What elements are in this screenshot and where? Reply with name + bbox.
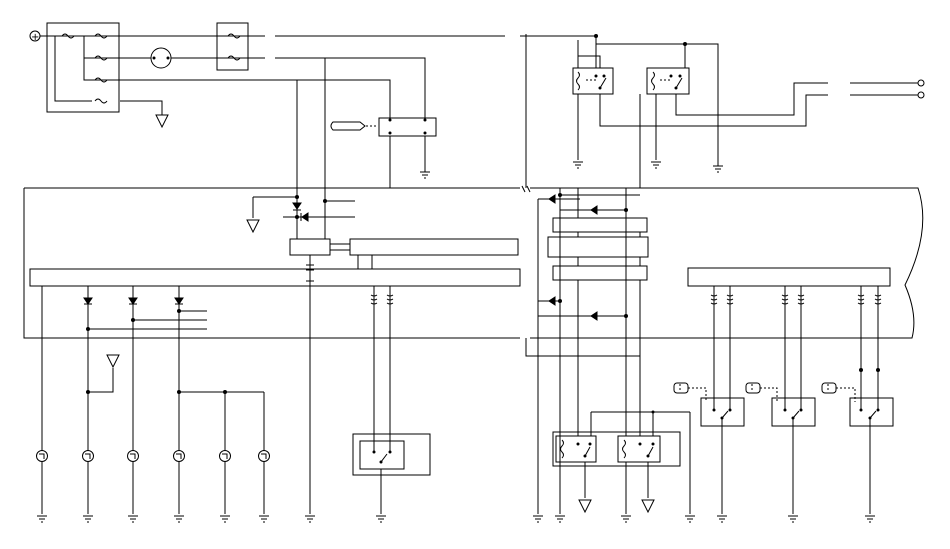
internal-block-2 (349, 238, 519, 256)
key-icon-3 (821, 382, 837, 394)
key-switch-2 (745, 382, 816, 514)
relay-enclosure (552, 431, 681, 467)
relay-4 (617, 435, 661, 463)
internal-bus-right (687, 267, 891, 287)
control-unit-right-frame (530, 187, 924, 339)
key-switch-3 (821, 368, 894, 514)
output-terminal-2 (917, 91, 925, 99)
sensor-connector-icon (330, 121, 366, 131)
relay-1 (572, 67, 614, 95)
bulb-2 (82, 450, 94, 462)
fuse-box-2 (216, 22, 249, 71)
diode-4 (128, 297, 138, 305)
fuse-symbols (61, 33, 108, 104)
bulb-3 (127, 450, 139, 462)
diode-5 (174, 297, 184, 305)
bulb-1 (36, 450, 48, 462)
ground-triangle-internal (246, 219, 260, 234)
ground-triangle-relay-4 (641, 499, 655, 514)
output-section-right (533, 356, 894, 523)
relay-section (520, 34, 925, 188)
lamp-bulbs (36, 450, 270, 462)
bulb-4 (173, 450, 185, 462)
ground-triangle-relay-3 (578, 499, 592, 514)
relay-2 (646, 67, 690, 95)
ground-symbol-module (420, 171, 430, 179)
signal-module (378, 117, 437, 137)
battery-positive-label: + (31, 32, 39, 43)
diode-7 (590, 205, 598, 215)
output-terminal-1 (917, 79, 925, 87)
control-unit (23, 185, 924, 436)
key-icon-1 (673, 382, 689, 394)
internal-block-3 (552, 217, 648, 233)
switch-contacts (359, 440, 405, 470)
ground-triangle-fuse (155, 114, 169, 129)
diode-9 (590, 311, 598, 321)
diode-6 (548, 194, 556, 204)
switch-enclosure (352, 433, 431, 476)
key-icon-2 (745, 382, 761, 394)
ground-symbol-relay-1 (573, 161, 583, 169)
power-supply-section: + (29, 22, 505, 188)
diode-1 (292, 202, 302, 210)
diode-8 (548, 296, 556, 306)
bulb-5 (219, 450, 231, 462)
key-switch-1 (673, 382, 745, 514)
fuse-box (46, 22, 120, 113)
internal-block-4 (547, 236, 649, 258)
bottom-grounds-left (37, 515, 386, 523)
bottom-grounds-right (533, 515, 875, 523)
bulb-6 (258, 450, 270, 462)
relay-3 (555, 435, 597, 463)
ground-symbol-relay-2 (651, 161, 661, 169)
internal-block-1 (289, 238, 331, 256)
internal-bus-left (29, 268, 521, 287)
control-unit-left-frame (23, 187, 520, 339)
diode-2 (301, 212, 309, 222)
diode-3 (83, 297, 93, 305)
ground-triangle-output (106, 354, 120, 369)
ground-symbol-relay-3 (713, 165, 723, 173)
output-section-left (36, 286, 431, 523)
internal-block-5 (552, 265, 648, 281)
